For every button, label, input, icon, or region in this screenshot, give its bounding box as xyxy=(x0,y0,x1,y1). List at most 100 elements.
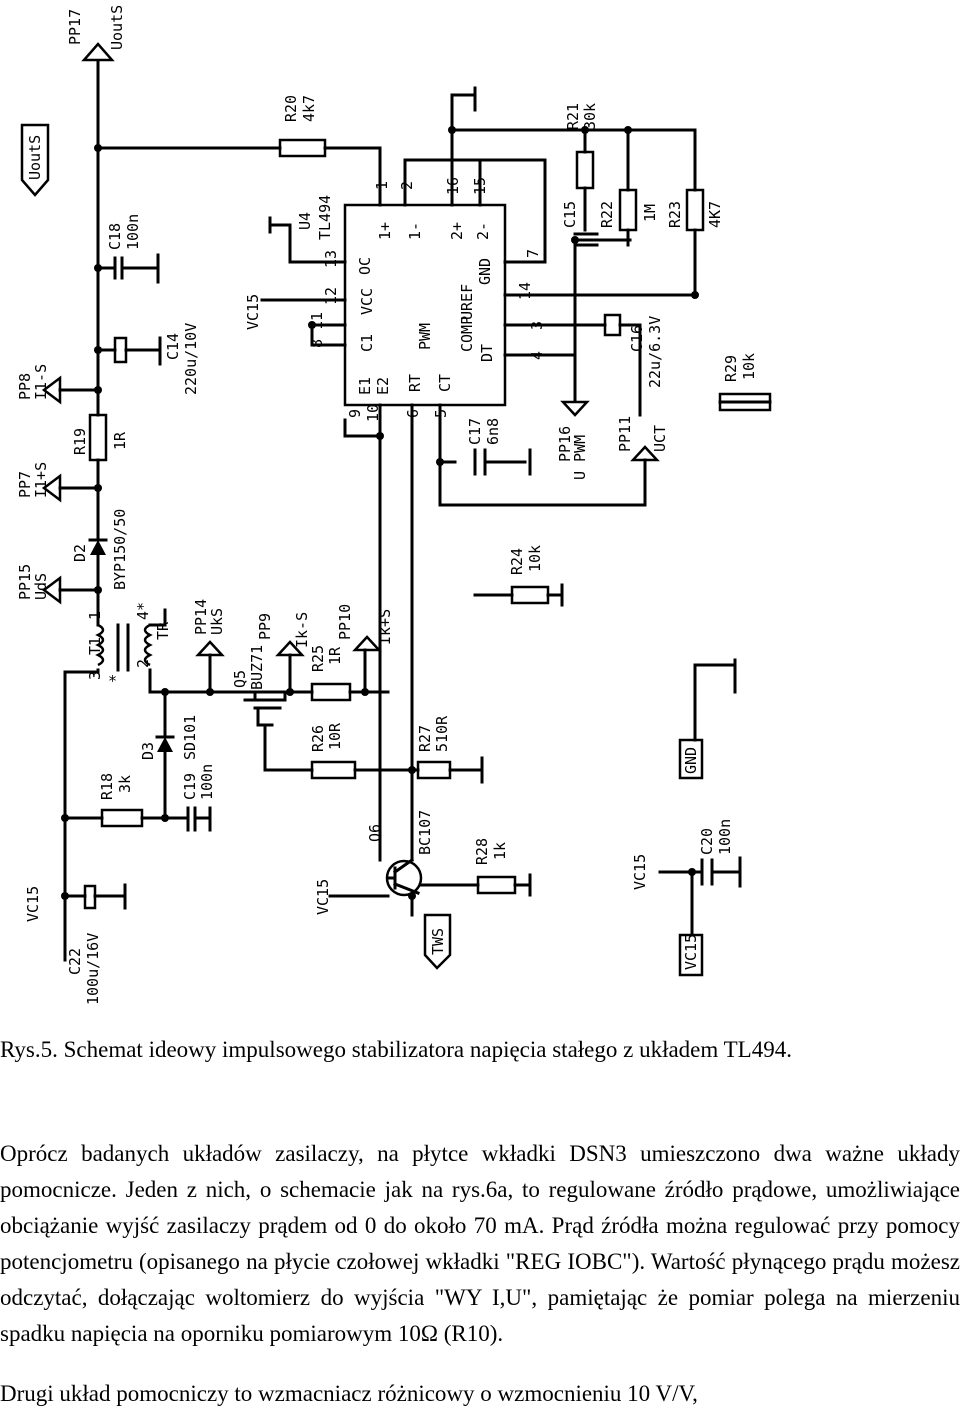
c22-value: 100u/16V xyxy=(84,933,102,1005)
capacitors: C18 100n C14 220u/10V C15 C16 22u/6.3V C… xyxy=(66,201,734,1005)
t1-dot: * xyxy=(108,672,117,690)
ic-pin-13: 13 xyxy=(322,250,340,268)
vc15-label-left: VC15 xyxy=(24,886,42,922)
capacitor-c18 xyxy=(113,256,124,280)
junctions xyxy=(61,126,699,900)
ic-pin-10: 10 xyxy=(364,404,382,422)
pp9-signal: Ik-S xyxy=(293,612,311,648)
capacitor-c16 xyxy=(603,313,622,337)
ic-pin-9: 9 xyxy=(346,409,364,418)
ic-label-in2m: 2- xyxy=(474,222,492,240)
connector-uouts xyxy=(20,123,50,197)
r25-ref: R25 xyxy=(309,645,327,672)
capacitor-c19 xyxy=(186,806,197,832)
tp-pp10 xyxy=(352,635,382,652)
c22-ref: C22 xyxy=(66,948,84,975)
resistors: R20 4k7 R21 30k R22 1M R23 4K7 R19 1R R2… xyxy=(71,95,772,895)
body-paragraph-2: Drugi układ pomocniczy to wzmacniacz róż… xyxy=(0,1381,698,1406)
pp16-ref: PP16 xyxy=(556,426,574,462)
ic-label-ct: CT xyxy=(436,374,454,392)
ic-part: TL494 xyxy=(316,195,334,240)
resistor-r27 xyxy=(416,760,452,780)
ic-label-rt: RT xyxy=(406,374,424,392)
pp10-signal: Ik+S xyxy=(376,609,394,645)
resistor-r20 xyxy=(278,138,327,158)
vc15-box-label: VC15 xyxy=(682,934,700,970)
c19-value: 100n xyxy=(198,764,216,800)
resistor-r25 xyxy=(310,682,352,702)
pp8-signal: I1-S xyxy=(32,364,50,400)
test-points: PP17 UoutS PP8 I1-S PP7 I1+S PP15 UdS PP… xyxy=(16,5,669,657)
d2-part: BYP150/50 xyxy=(111,509,129,590)
resistor-r28 xyxy=(476,875,517,895)
pp15-ref: PP15 xyxy=(16,564,34,600)
c17-ref: C17 xyxy=(466,418,484,445)
r28-value: 1k xyxy=(491,842,509,860)
r19-ref: R19 xyxy=(71,428,89,455)
t1-pin4: 4* xyxy=(134,602,152,620)
tp-pp14 xyxy=(195,640,225,657)
r20-value: 4k7 xyxy=(300,95,318,122)
t1-pin2: 2 xyxy=(134,659,152,668)
resistor-1m xyxy=(618,188,638,232)
d2-ref: D2 xyxy=(71,544,89,562)
figure-caption: Rys.5. Schemat ideowy impulsowego stabil… xyxy=(0,1037,792,1062)
capacitor-c14 xyxy=(113,336,128,364)
r29-value: 10k xyxy=(740,353,758,380)
q6-part: BC107 xyxy=(416,810,434,855)
r18-ref: R18 xyxy=(98,773,116,800)
pp8-ref: PP8 xyxy=(16,373,34,400)
transformer-t1: T1 1 3 4* 2 TR * xyxy=(86,602,172,690)
tp-pp17 xyxy=(81,42,115,62)
pp9-ref: PP9 xyxy=(256,613,274,640)
ic-label-oc: OC xyxy=(356,257,374,275)
r26-ref: R26 xyxy=(309,725,327,752)
ic-pin-2: 2 xyxy=(398,181,416,190)
tws-label: TWS xyxy=(429,928,447,955)
c20-value: 100n xyxy=(716,819,734,855)
connectors: UoutS TWS GND VC15 xyxy=(20,123,704,977)
ic-label-vcc: VCC xyxy=(358,288,376,315)
capacitor-c20 xyxy=(700,858,714,886)
resistor-r21 xyxy=(575,150,595,190)
tp-pp8 xyxy=(41,375,62,405)
c14-ref: C14 xyxy=(164,333,182,360)
ic-ref: U4 xyxy=(296,212,314,230)
c18-value: 100n xyxy=(124,214,142,250)
tl494-regulator-schematic: U4 TL494 1 2 16 15 7 14 3 4 13 12 11 8 9… xyxy=(16,5,772,1005)
r23-ref: R23 xyxy=(666,201,684,228)
diode-d2 xyxy=(90,540,106,555)
ic-u4-tl494: U4 TL494 1 2 16 15 7 14 3 4 13 12 11 8 9… xyxy=(296,177,546,422)
ic-pin-5: 5 xyxy=(432,409,450,418)
r28-ref: R28 xyxy=(473,838,491,865)
pp15-signal: UdS xyxy=(32,573,50,600)
ic-label-e1: E1 xyxy=(356,377,374,395)
pp11-ref: PP11 xyxy=(616,416,634,452)
vc15-label-ic: VC15 xyxy=(244,294,262,330)
ic-label-e2: E2 xyxy=(374,377,392,395)
r22-ref: R22 xyxy=(598,201,616,228)
connector-gnd xyxy=(678,738,704,780)
ic-label-c1: C1 xyxy=(358,334,376,352)
pp11-signal: UCT xyxy=(651,425,669,452)
ic-label-in2p: 2+ xyxy=(448,222,466,240)
ic-pin-14: 14 xyxy=(516,282,534,300)
d3-part: SD101 xyxy=(181,715,199,760)
t1-ref: T1 xyxy=(86,637,104,655)
t1-tr: TR xyxy=(154,621,172,640)
ic-label-uref: UREF xyxy=(458,284,476,320)
c20-ref: C20 xyxy=(698,828,716,855)
c19-ref: C19 xyxy=(181,773,199,800)
vc15-nets: VC15 VC15 VC15 VC15 xyxy=(24,294,649,922)
ground-stubs xyxy=(123,86,742,910)
tp-pp7 xyxy=(41,473,62,503)
connector-tws xyxy=(423,913,452,970)
mosfet-q5 xyxy=(243,690,287,727)
wiring xyxy=(58,60,772,962)
r25-value: 1R xyxy=(326,646,344,665)
r27-ref: R27 xyxy=(416,725,434,752)
c18-ref: C18 xyxy=(106,223,124,250)
ic-label-dt: DT xyxy=(478,344,496,362)
q5-part: BUZ71 xyxy=(248,645,266,690)
ic-pin-15: 15 xyxy=(471,177,489,195)
